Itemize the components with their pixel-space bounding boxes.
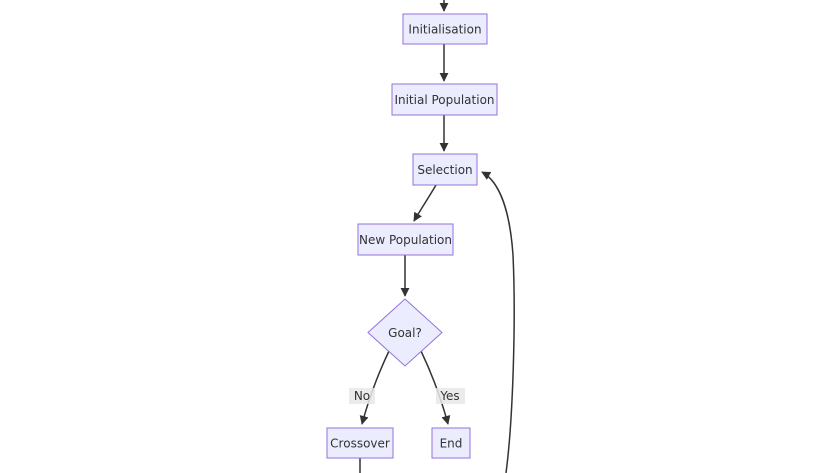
- node-new-population-box: [357, 223, 454, 256]
- edges: [359, 0, 515, 473]
- node-initialisation: Initialisation: [402, 13, 488, 45]
- node-initial-population-label: Initial Population: [394, 93, 494, 107]
- node-initialisation-box: [402, 13, 488, 45]
- edge-goal-to-crossover: [359, 350, 390, 425]
- node-goal: Goal?: [367, 298, 443, 367]
- node-crossover-label: Crossover: [330, 437, 390, 451]
- node-crossover: Crossover: [326, 427, 394, 459]
- node-new-population: New Population: [357, 223, 454, 256]
- node-selection-label: Selection: [417, 163, 472, 177]
- node-selection: Selection: [412, 153, 478, 186]
- edge-selection-to-new-population: [413, 184, 437, 222]
- node-initial-population: Initial Population: [391, 83, 498, 116]
- edge-label-yes-bg: [436, 388, 465, 404]
- node-selection-box: [412, 153, 478, 186]
- node-initialisation-label: Initialisation: [408, 23, 481, 37]
- node-end: End: [431, 427, 471, 459]
- edge-label-yes: Yes: [439, 389, 459, 403]
- edge-label-yes-group: Yes: [436, 388, 465, 404]
- node-end-label: End: [440, 437, 463, 451]
- node-goal-label: Goal?: [388, 326, 422, 340]
- edge-goal-to-end: [420, 350, 451, 425]
- edge-label-no-group: No: [349, 388, 375, 404]
- node-new-population-label: New Population: [359, 233, 452, 247]
- node-goal-diamond: [367, 298, 443, 367]
- node-end-box: [431, 427, 471, 459]
- edge-label-no: No: [354, 389, 370, 403]
- edge-loop-to-selection: [481, 171, 515, 473]
- edge-label-no-bg: [349, 388, 375, 404]
- node-initial-population-box: [391, 83, 498, 116]
- node-crossover-box: [326, 427, 394, 459]
